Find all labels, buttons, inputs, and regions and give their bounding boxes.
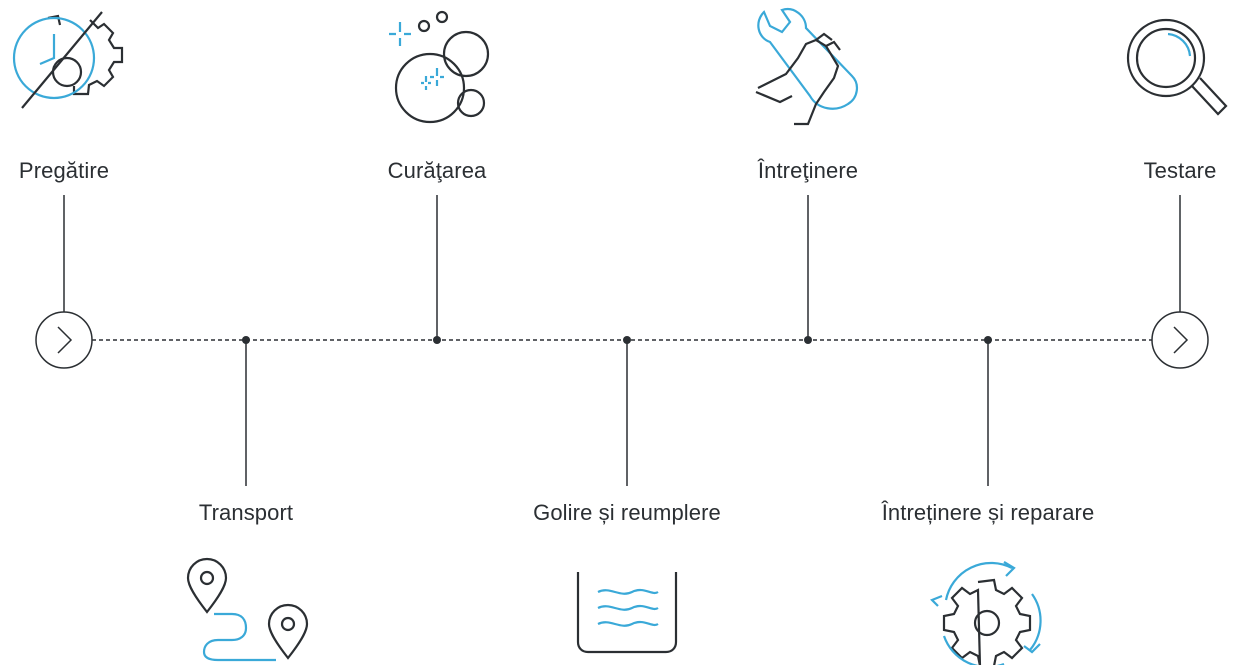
step-label-curatarea: Curăţarea bbox=[387, 158, 487, 183]
bubbles-icon bbox=[389, 10, 490, 124]
water-container-icon bbox=[576, 572, 678, 654]
node-dot bbox=[623, 336, 631, 344]
step-label-transport: Transport bbox=[198, 500, 294, 525]
timeline-start-icon[interactable] bbox=[35, 311, 93, 369]
step-label-intretinere: Întreţinere bbox=[757, 158, 859, 183]
node-dot bbox=[804, 336, 812, 344]
node-dot bbox=[433, 336, 441, 344]
gear-cycle-icon bbox=[930, 561, 1042, 665]
timeline-end-icon[interactable] bbox=[1151, 311, 1209, 369]
hand-wrench-icon bbox=[755, 8, 858, 126]
step-label-testare: Testare bbox=[1143, 158, 1217, 183]
step-label-golire: Golire și reumplere bbox=[533, 500, 721, 525]
route-pins-icon bbox=[186, 557, 309, 662]
step-label-reparare: Întreținere și reparare bbox=[881, 500, 1095, 525]
node-dot bbox=[242, 336, 250, 344]
clock-gear-icon bbox=[12, 11, 124, 109]
step-label-pregatire: Pregătire bbox=[18, 158, 110, 183]
node-dot bbox=[984, 336, 992, 344]
magnifier-icon bbox=[1126, 18, 1228, 116]
